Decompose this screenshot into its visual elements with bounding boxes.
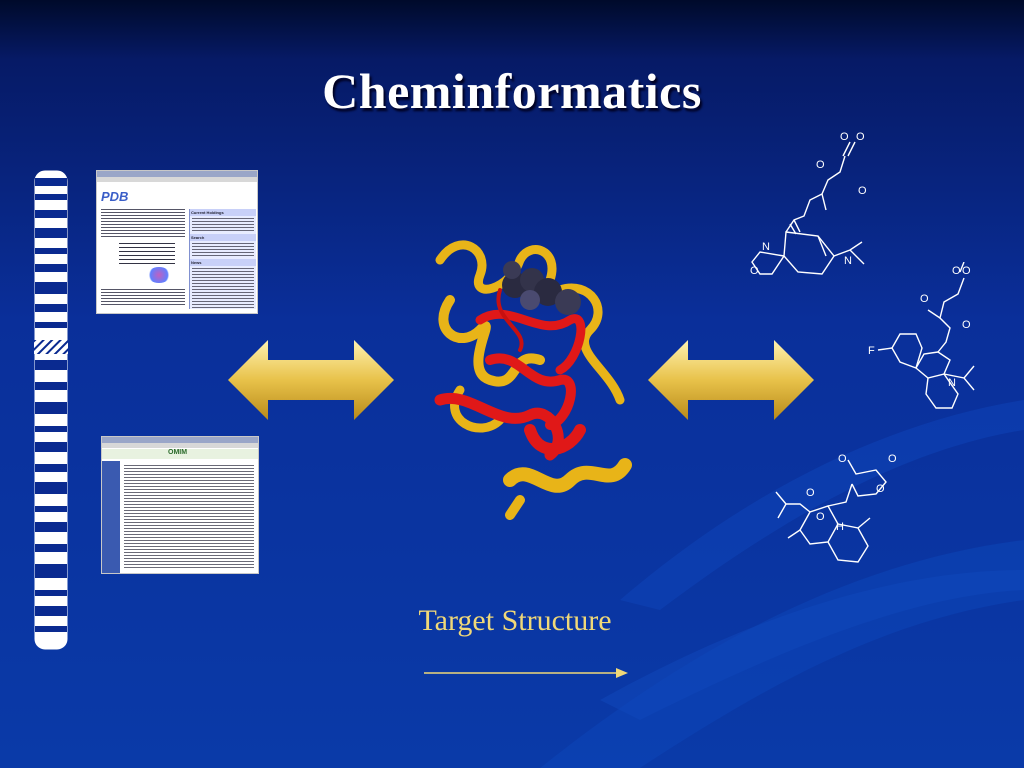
target-structure-caption: Target Structure — [418, 604, 612, 637]
mol-mid-atom-4: O — [962, 319, 971, 331]
mol-mid-atom-2: O — [962, 265, 971, 277]
mol-top-atom-3: O — [816, 159, 825, 171]
slide-title: Cheminformatics — [322, 63, 702, 119]
pdb-website-screenshot: PDB Current Holdings Search News — [96, 170, 258, 314]
mol-bot-atom-1: O — [838, 453, 847, 465]
ligand-spheres — [502, 261, 581, 315]
caption-arrow — [424, 668, 628, 678]
pdb-panel-heading-1: Current Holdings — [190, 209, 256, 216]
mol-mid-atom-3: O — [920, 293, 929, 305]
right-double-arrow — [648, 340, 814, 420]
molecule-top: O O O O N N O — [750, 131, 867, 277]
molecule-middle: O O O O F N — [868, 262, 975, 409]
mol-mid-atom-1: O — [952, 265, 961, 277]
mol-bot-atom-2: O — [888, 453, 897, 465]
pdb-panel-heading-3: News — [190, 259, 256, 266]
mol-bot-atom-3: O — [876, 483, 885, 495]
chromosome-ideogram — [34, 170, 68, 650]
mol-top-atom-7: O — [750, 265, 759, 277]
omim-logo: OMIM — [168, 449, 188, 456]
mol-top-atom-6: N — [762, 241, 770, 253]
omim-website-screenshot: OMIM — [101, 436, 259, 574]
mol-mid-atom-6: N — [948, 377, 956, 389]
mol-bot-atom-4: O — [806, 487, 815, 499]
mol-top-atom-2: O — [856, 131, 865, 143]
mol-bot-atom-5: O — [816, 511, 825, 523]
mol-top-atom-1: O — [840, 131, 849, 143]
mol-top-atom-5: N — [844, 255, 852, 267]
mol-mid-atom-5: F — [868, 345, 875, 357]
mol-top-atom-4: O — [858, 185, 867, 197]
molecule-bottom: O O O O O H — [775, 453, 897, 563]
pdb-panel-heading-2: Search — [190, 234, 256, 241]
pdb-logo: PDB — [101, 189, 129, 204]
left-double-arrow — [228, 340, 394, 420]
mol-bot-atom-6: H — [836, 521, 844, 533]
protein-ribbon-structure — [434, 240, 632, 520]
